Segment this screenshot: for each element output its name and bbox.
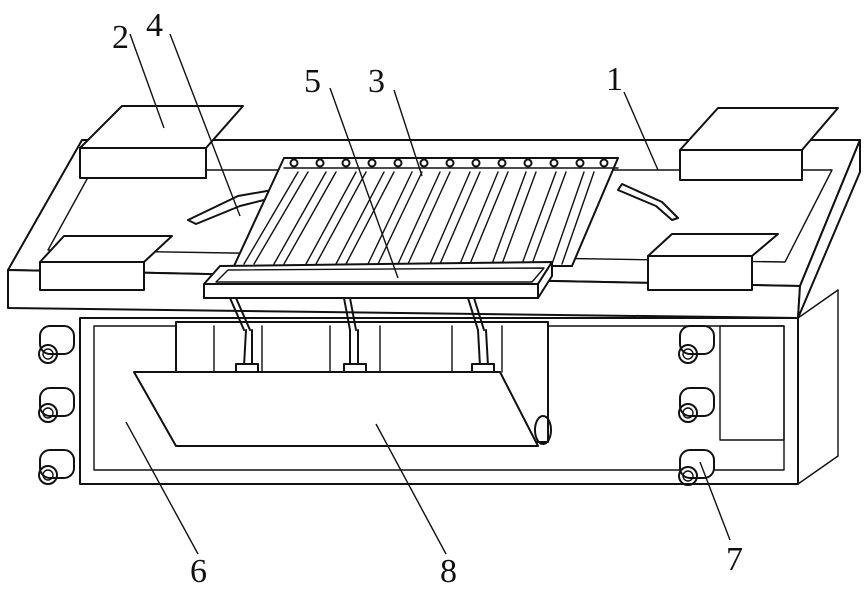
tray-8	[134, 322, 551, 446]
roller-left-2	[39, 388, 74, 422]
label-1: 1	[606, 61, 623, 98]
label-8: 8	[440, 553, 457, 590]
label-6: 6	[190, 553, 207, 590]
roller-left-3	[39, 450, 74, 484]
label-4: 4	[146, 7, 163, 44]
label-3: 3	[368, 63, 385, 100]
roller-left-1	[39, 326, 74, 363]
label-7: 7	[726, 541, 743, 578]
label-2: 2	[112, 19, 129, 56]
label-5: 5	[304, 63, 321, 100]
slat-grid-3	[234, 158, 618, 266]
